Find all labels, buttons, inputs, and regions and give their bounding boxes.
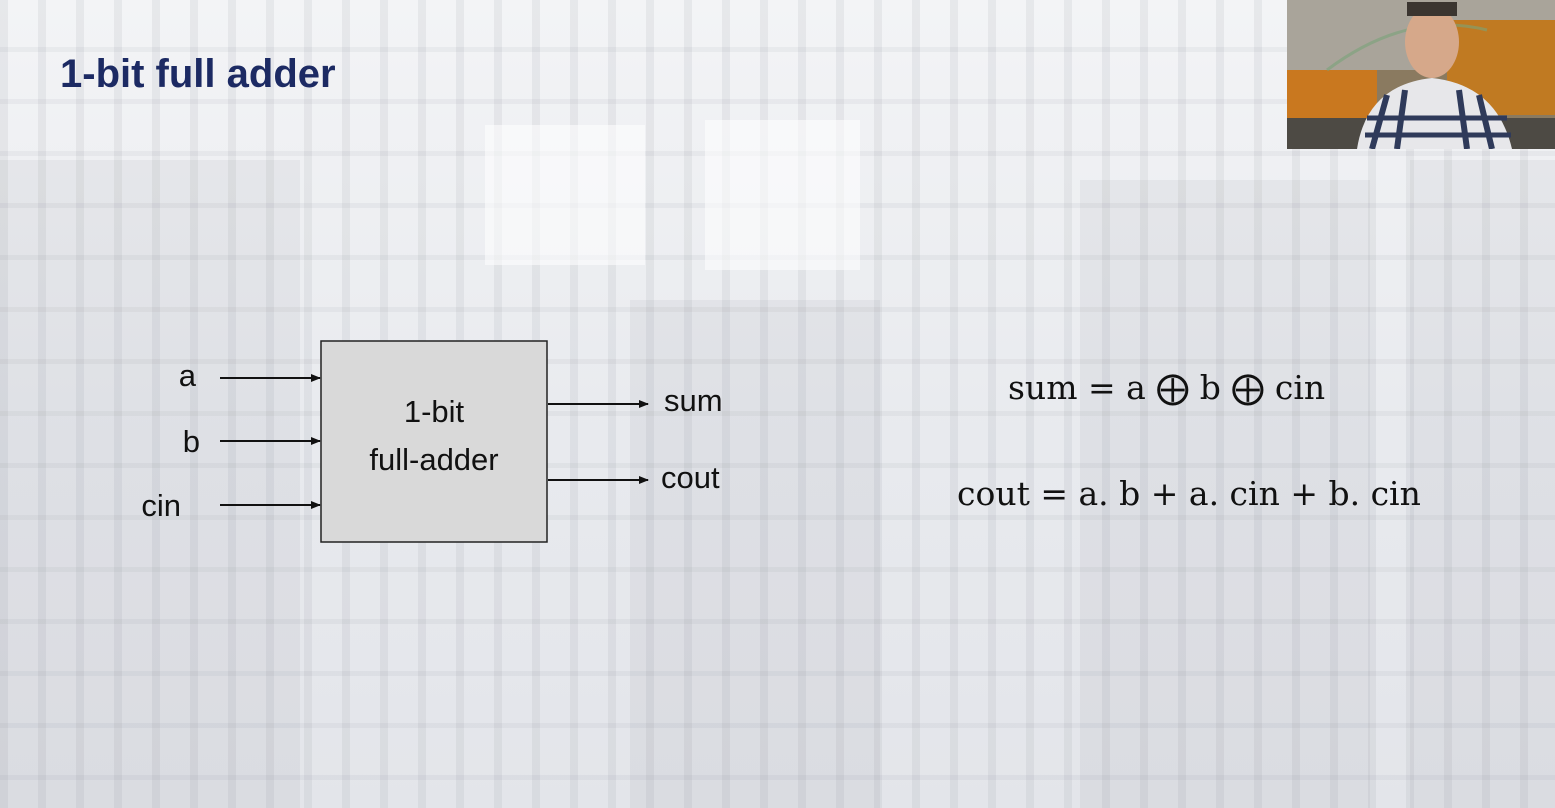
presenter-webcam: [1287, 0, 1555, 149]
background-rack-middle: [630, 300, 880, 808]
webcam-feed-image: [1287, 0, 1555, 149]
output-sum-label: sum: [664, 383, 723, 418]
cout-equation: cout = a. b + a. cin + b. cin: [957, 474, 1421, 513]
input-b-label: b: [183, 424, 200, 459]
block-label-line2: full-adder: [369, 442, 498, 477]
input-a-label: a: [179, 358, 197, 393]
background-rack-far-right: [1410, 160, 1555, 808]
input-cin-label: cin: [141, 488, 181, 523]
output-cout-label: cout: [661, 460, 720, 495]
slide-title: 1-bit full adder: [60, 52, 336, 96]
background-rack-left: [0, 160, 300, 808]
background-rack-right: [1080, 180, 1370, 808]
background-window-left: [485, 125, 645, 265]
background-window-right: [705, 120, 860, 270]
block-label-line1: 1-bit: [404, 394, 465, 429]
full-adder-block: [320, 340, 548, 543]
sum-equation: sum = a ⨁ b ⨁ cin: [1008, 368, 1326, 407]
